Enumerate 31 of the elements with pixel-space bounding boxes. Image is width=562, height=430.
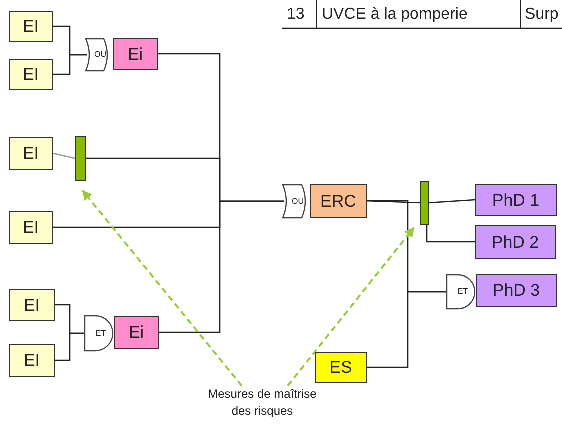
event-box: EI [9,59,53,90]
event-box: ERC [310,184,367,218]
and-gate: ET [446,274,476,310]
connector-line [159,200,284,334]
connector-line [55,332,86,362]
event-box: PhD 1 [475,184,557,216]
and-gate: ET [84,315,114,352]
annotation-text: Mesures de maîtrise des risques [200,386,325,426]
connector-line [53,54,87,76]
event-box: EI [9,344,55,377]
event-box: EI [9,11,53,42]
connector-line [367,291,448,368]
leader-arrow [82,190,243,387]
event-box: Ei [114,316,159,349]
barrier-bar [75,136,86,181]
connector-line [52,152,76,160]
connector-line [426,225,475,243]
connector-line [428,199,476,204]
event-box: ES [315,352,367,383]
connector-line [366,200,420,204]
event-box: PhD 3 [476,274,557,307]
event-box: Ei [113,38,158,70]
event-box: EI [9,211,53,244]
event-box: PhD 2 [475,225,556,259]
event-box: EI [9,137,53,170]
table-cell-text: Surp [525,5,559,25]
event-box: EI [9,289,55,321]
leader-arrow [287,227,415,387]
table-cell-text: 13 [287,5,305,25]
barrier-bar [420,181,429,225]
table-cell-text: UVCE à la pomperie [322,5,468,25]
